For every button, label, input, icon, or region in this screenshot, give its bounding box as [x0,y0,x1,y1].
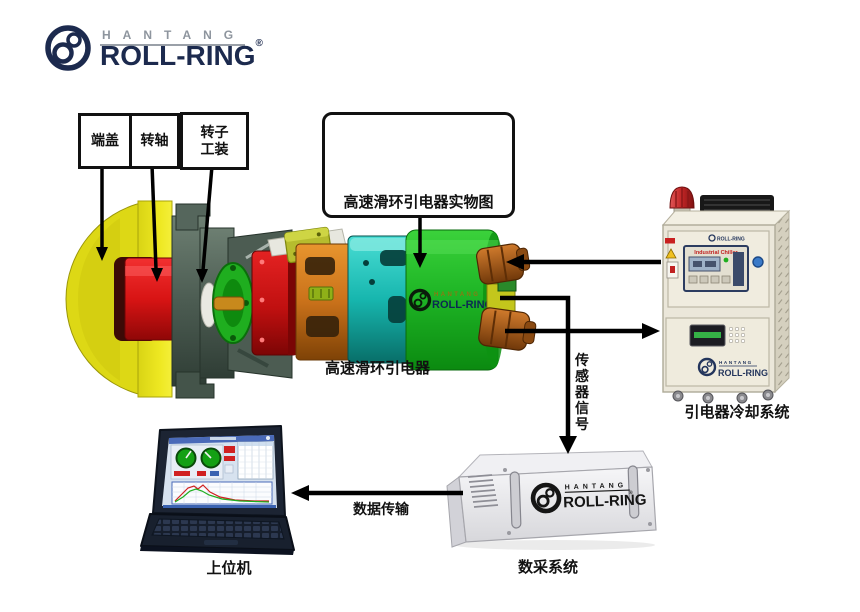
callout-rotor-tooling-line1: 转子 [200,123,229,140]
brand-rollring-text: ROLL-RING® [100,38,263,72]
cooling-top-logo: ROLL-RING [708,234,745,243]
cooling-front-logo: HANTANG ROLL-RING [697,357,768,378]
daq-logo-registered: ® [629,489,633,496]
cooling-system-render: ROLL-RING Industrial Chiller [661,186,791,404]
cooling-front-logo-hantang: HANTANG [719,360,753,365]
slipring-logo: HANTANG ROLL-RING [408,288,493,312]
daq-render: HANTANG ROLL-RING ® [446,450,657,550]
daq-label: 数采系统 [517,559,578,576]
photo-box-caption: 高速滑环引电器实物图 [343,194,494,211]
brand-hantang-text: HANTANG [100,28,246,46]
flow-arrows [291,254,661,501]
cooling-casters [672,389,774,404]
photo-box: 高速滑环引电器实物图 [322,112,515,218]
cooling-top-logo-text: ROLL-RING [717,237,745,243]
brand-registered-mark: ® [255,38,263,49]
callout-end-cover: 端盖 [78,113,132,169]
sensor-signal-label: 传感器信号 [575,352,589,432]
slipring-logo-rollring: ROLL-RING [432,299,493,311]
daq-logo-hantang: HANTANG [565,482,628,491]
assembly-label: 高速滑环引电器 [325,360,431,377]
brand-logo-icon [45,25,91,71]
cooling-panel-title: Industrial Chiller [694,250,738,256]
host-pc-label: 上位机 [206,560,252,577]
cooling-knob [752,256,764,268]
callout-arrows [96,164,427,283]
cooling-front-logo-rollring: ROLL-RING [718,368,768,378]
callout-end-cover-label: 端盖 [91,132,119,149]
laptop-render [140,425,295,555]
daq-logo: HANTANG ROLL-RING ® [530,482,647,514]
cooling-keypad [728,326,745,343]
slipring-assembly-render: HANTANG ROLL-RING [65,200,537,399]
daq-logo-rollring: ROLL-RING [563,492,647,512]
slipring-logo-hantang: HANTANG [434,292,480,298]
brand-rollring-word: ROLL-RING [100,40,256,71]
callout-rotor-tooling-line2: 工装 [200,141,229,157]
brand-logo: HANTANG ROLL-RING® [48,20,308,82]
data-transfer-label: 数据传输 [353,501,409,517]
callout-shaft: 转轴 [129,113,180,169]
cooling-label: 引电器冷却系统 [684,404,790,421]
daq-vents [467,474,499,508]
callout-rotor-tooling: 转子 工装 [180,112,249,170]
callout-shaft-label: 转轴 [140,132,169,149]
